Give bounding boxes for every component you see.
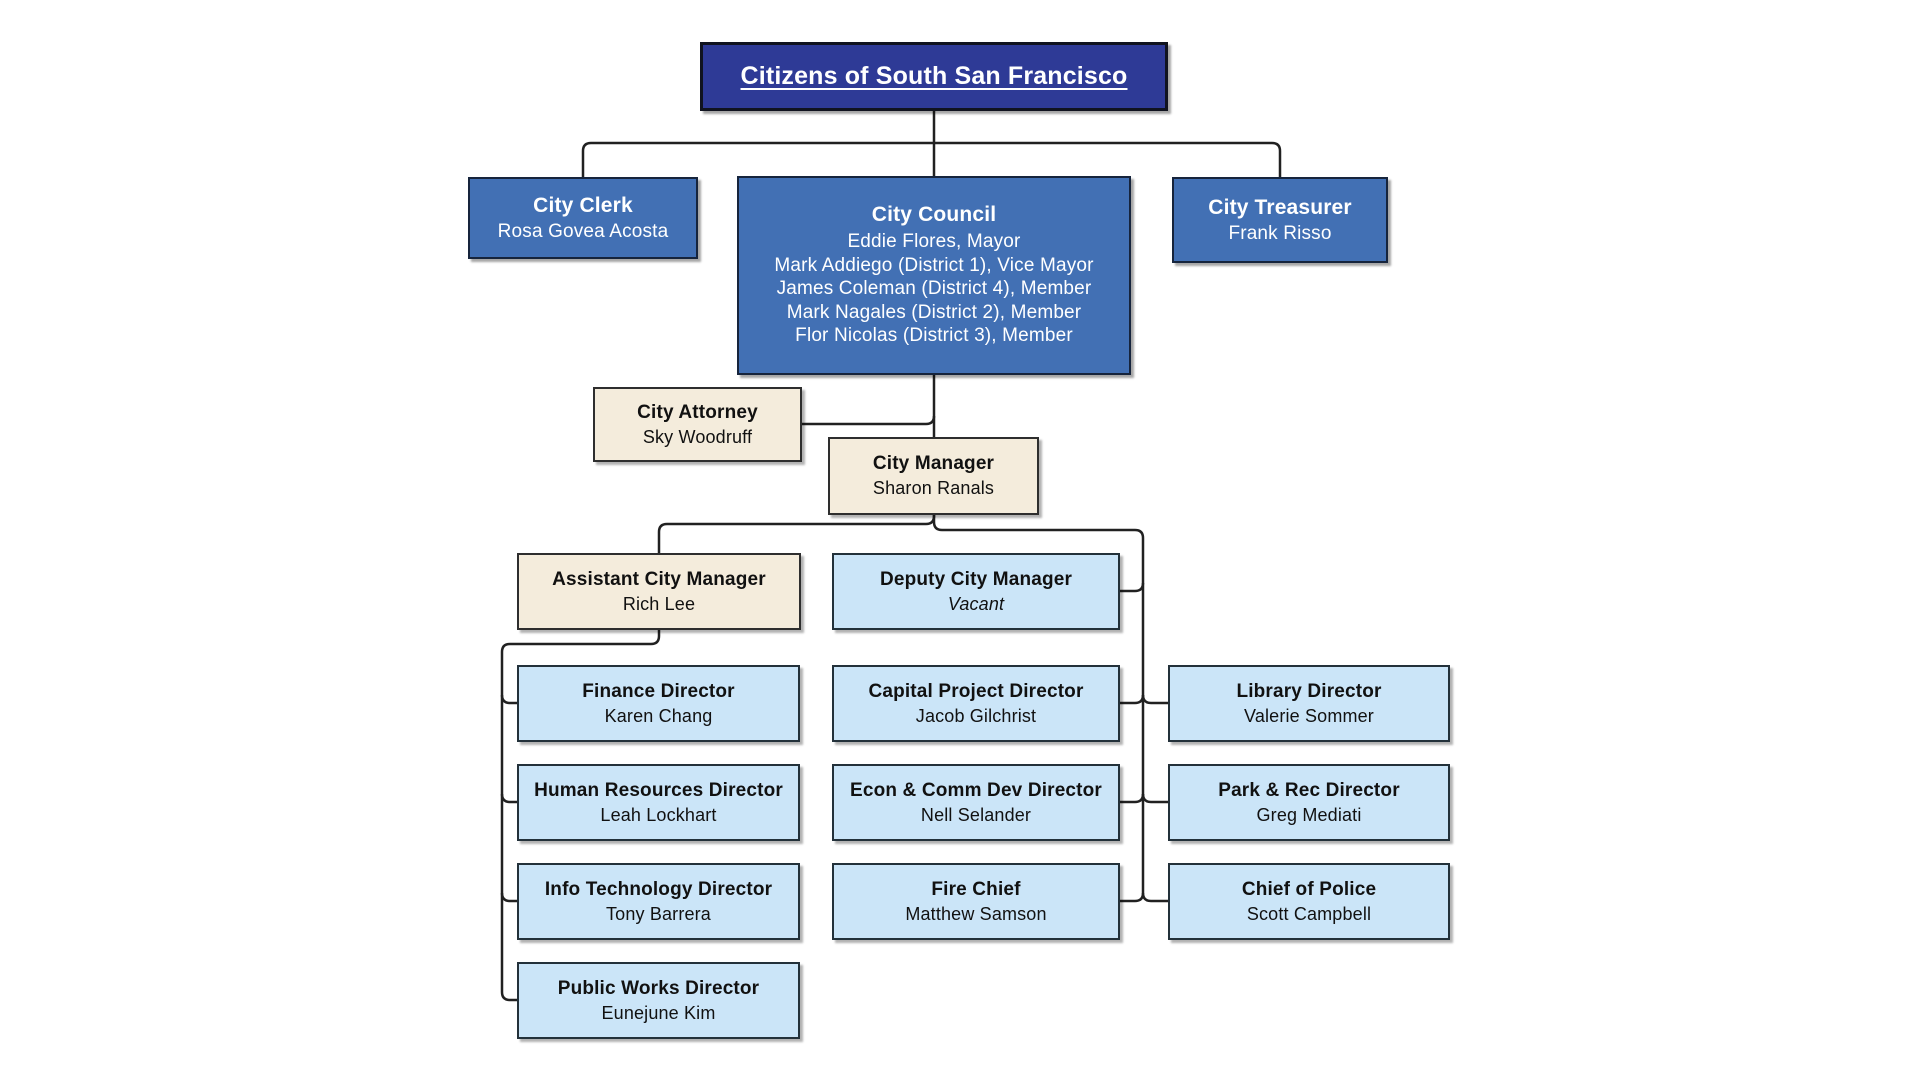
node-title: Econ & Comm Dev Director (850, 779, 1102, 801)
connector-pw (500, 991, 517, 1002)
org-node-chief-of-police: Chief of Police Scott Campbell (1168, 863, 1450, 940)
node-title: Library Director (1236, 680, 1382, 702)
node-title: Chief of Police (1241, 878, 1377, 900)
connector-it (500, 892, 517, 903)
council-member: Mark Addiego (District 1), Vice Mayor (774, 254, 1094, 276)
council-member: Flor Nicolas (District 3), Member (795, 325, 1073, 347)
org-node-city-council: City Council Eddie Flores, Mayor Mark Ad… (737, 176, 1131, 375)
org-node-city-attorney: City Attorney Sky Woodruff (593, 387, 802, 462)
node-title: City Treasurer (1208, 195, 1352, 219)
node-person: Rich Lee (622, 593, 696, 614)
node-title: Info Technology Director (544, 878, 773, 900)
node-title: Citizens of South San Francisco (740, 62, 1128, 90)
node-person: Sky Woodruff (642, 426, 753, 447)
connector-fire (1120, 892, 1145, 903)
connector-police (1141, 892, 1168, 903)
org-node-city-manager: City Manager Sharon Ranals (828, 437, 1039, 515)
node-person: Matthew Samson (905, 903, 1047, 924)
connector-library (1141, 694, 1168, 705)
node-person: Valerie Sommer (1244, 705, 1374, 726)
node-person: Eunejune Kim (601, 1002, 716, 1023)
node-title: Assistant City Manager (552, 568, 766, 590)
node-title: Finance Director (582, 680, 735, 702)
node-person: Karen Chang (604, 705, 713, 726)
org-node-park-rec-director: Park & Rec Director Greg Mediati (1168, 764, 1450, 841)
node-person: Scott Campbell (1246, 903, 1372, 924)
org-node-assistant-city-manager: Assistant City Manager Rich Lee (517, 553, 801, 630)
node-title: City Attorney (637, 401, 758, 423)
council-member: James Coleman (District 4), Member (776, 278, 1092, 300)
org-node-library-director: Library Director Valerie Sommer (1168, 665, 1450, 742)
org-node-citizens: Citizens of South San Francisco (700, 42, 1168, 111)
org-node-public-works-director: Public Works Director Eunejune Kim (517, 962, 800, 1039)
connector-deputy (1120, 582, 1145, 593)
node-title: City Clerk (533, 193, 633, 217)
node-title: Human Resources Director (534, 779, 783, 801)
org-node-city-clerk: City Clerk Rosa Govea Acosta (468, 177, 698, 259)
node-person: Leah Lockhart (600, 804, 717, 825)
connector-manager-assistant (657, 515, 936, 553)
org-node-deputy-city-manager: Deputy City Manager Vacant (832, 553, 1120, 630)
node-title: City Council (871, 203, 997, 227)
node-title: Public Works Director (557, 977, 760, 999)
council-member: Mark Nagales (District 2), Member (786, 301, 1082, 323)
org-node-info-technology-director: Info Technology Director Tony Barrera (517, 863, 800, 940)
connector-finance (500, 694, 517, 705)
org-node-city-treasurer: City Treasurer Frank Risso (1172, 177, 1388, 263)
node-person: Tony Barrera (606, 903, 711, 924)
connector-econ (1120, 793, 1145, 804)
node-person: Nell Selander (920, 804, 1032, 825)
org-node-finance-director: Finance Director Karen Chang (517, 665, 800, 742)
node-title: Capital Project Director (868, 680, 1084, 702)
node-person: Rosa Govea Acosta (497, 220, 669, 242)
node-person: Vacant (947, 593, 1005, 614)
org-node-human-resources-director: Human Resources Director Leah Lockhart (517, 764, 800, 841)
org-node-econ-comm-dev-director: Econ & Comm Dev Director Nell Selander (832, 764, 1120, 841)
connector-manager-right-spine (932, 515, 1145, 893)
connector-hr (500, 793, 517, 804)
org-node-fire-chief: Fire Chief Matthew Samson (832, 863, 1120, 940)
council-member: Eddie Flores, Mayor (847, 231, 1021, 253)
node-title: Deputy City Manager (879, 568, 1073, 590)
node-title: Park & Rec Director (1218, 779, 1400, 801)
connector-attorney (802, 415, 936, 426)
node-person: Greg Mediati (1256, 804, 1362, 825)
connector-assistant-left-spine (500, 630, 661, 992)
node-person: Jacob Gilchrist (915, 705, 1037, 726)
node-person: Frank Risso (1228, 222, 1332, 244)
node-title: Fire Chief (931, 878, 1021, 900)
org-node-capital-project-director: Capital Project Director Jacob Gilchrist (832, 665, 1120, 742)
connector-park (1141, 793, 1168, 804)
connector-top-bar (581, 141, 1282, 177)
connector-capital (1120, 694, 1145, 705)
node-person: Sharon Ranals (872, 478, 995, 498)
node-title: City Manager (872, 453, 995, 474)
